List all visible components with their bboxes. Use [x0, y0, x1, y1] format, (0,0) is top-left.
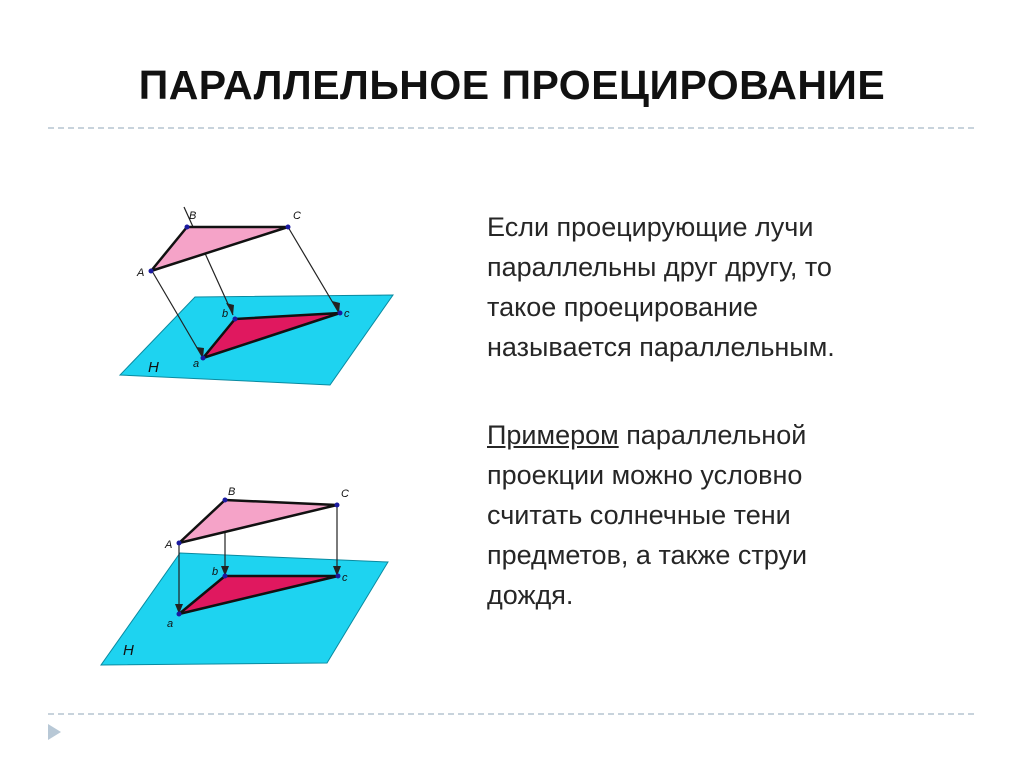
projection-diagram-rectangular: A B C a b c H [100, 486, 389, 666]
point-A [148, 268, 154, 274]
arrow-c [333, 566, 341, 576]
point-B [184, 224, 190, 230]
label-C: C [293, 210, 301, 222]
triangle-ABC [177, 498, 339, 545]
ray-b [183, 206, 234, 316]
triangle-abc-projection [177, 574, 340, 616]
label-A: A [136, 267, 144, 279]
point-c [335, 573, 341, 579]
arrow-b [226, 303, 234, 315]
ray-a [151, 270, 204, 359]
label-b: b [212, 566, 218, 578]
label-a: a [193, 358, 199, 370]
arrow-c [332, 301, 340, 313]
title-divider [48, 127, 974, 129]
triangle-ABC [149, 225, 290, 273]
arrow-a [196, 347, 204, 358]
plane-h [100, 552, 389, 666]
point-a [200, 355, 206, 361]
label-b: b [222, 308, 228, 320]
footer-divider [48, 713, 974, 715]
label-B: B [228, 486, 235, 498]
example-underlined-word: Примером [487, 420, 619, 450]
label-C: C [341, 488, 349, 500]
definition-paragraph: Если проецирующие лучи параллельны друг … [487, 212, 835, 362]
slide-title: ПАРАЛЛЕЛЬНОЕ ПРОЕЦИРОВАНИЕ [138, 62, 886, 108]
point-a [176, 611, 182, 617]
point-b [222, 573, 228, 579]
label-c: c [344, 308, 350, 320]
point-C [334, 502, 340, 508]
label-c: c [342, 572, 348, 584]
point-c [337, 310, 343, 316]
label-a: a [167, 618, 173, 630]
point-b [232, 316, 238, 322]
point-B [222, 497, 228, 503]
arrow-a [175, 604, 183, 614]
label-B: B [189, 210, 196, 222]
label-A: A [164, 539, 172, 551]
label-H: H [123, 642, 134, 659]
triangle-right-icon[interactable] [44, 722, 64, 742]
triangle-abc-projection [201, 311, 342, 360]
arrow-b [221, 566, 229, 576]
ray-c [287, 226, 340, 314]
example-paragraph-rest: параллельной проекции можно условно счит… [487, 420, 808, 610]
point-C [285, 224, 291, 230]
point-A [176, 540, 182, 546]
example-paragraph: Примером параллельной проекции можно усл… [487, 415, 957, 615]
projection-diagram-oblique: A B C a b c H [118, 206, 394, 386]
label-H: H [148, 359, 159, 376]
